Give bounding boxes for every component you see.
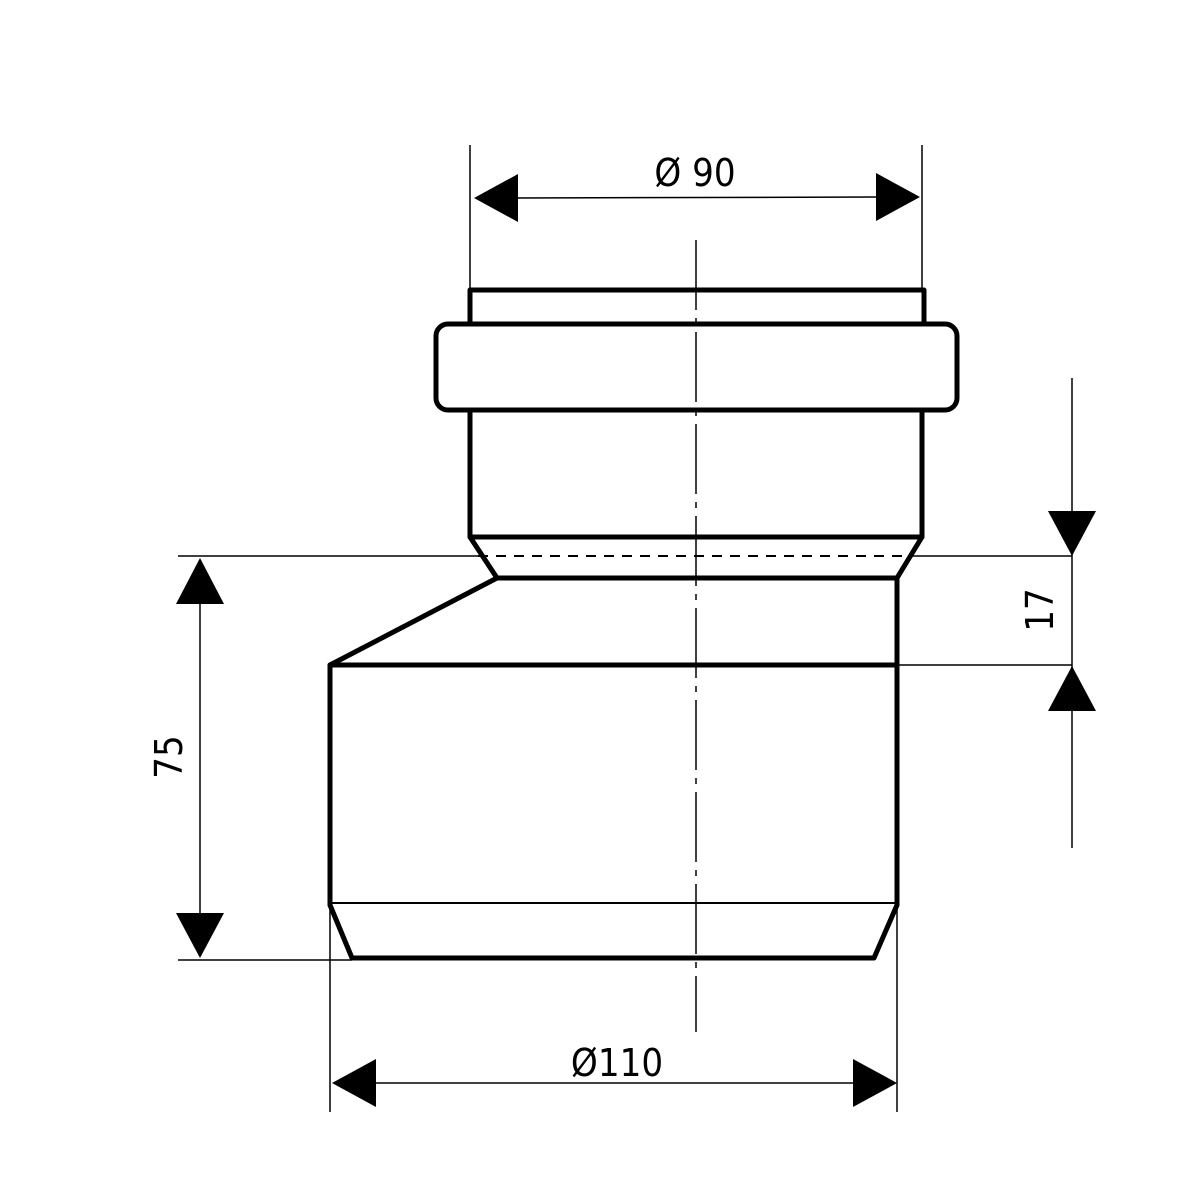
eccentric-taper xyxy=(327,575,900,668)
arrowhead-right xyxy=(876,173,920,221)
socket-body xyxy=(327,575,900,908)
spigot-chamfer xyxy=(467,534,925,581)
dimension-bottom-diameter: Ø110 xyxy=(332,1041,897,1107)
arrowhead-right xyxy=(853,1059,897,1107)
dimension-offset: 17 xyxy=(1018,378,1096,848)
arrowhead-left xyxy=(332,1059,376,1107)
height-label: 75 xyxy=(147,735,191,779)
top-diameter-label: Ø 90 xyxy=(654,151,735,195)
arrowhead-up xyxy=(176,558,224,604)
arrowhead-down xyxy=(176,913,224,958)
dimension-top-diameter: Ø 90 xyxy=(474,151,920,222)
top-spigot-rim xyxy=(467,287,927,327)
dimension-height: 75 xyxy=(147,558,224,958)
socket-chamfer xyxy=(327,902,900,961)
arrowhead-up xyxy=(1048,666,1096,711)
arrowhead-left xyxy=(474,174,518,222)
extension-lines xyxy=(178,145,1072,1112)
part-outline xyxy=(327,287,960,961)
offset-label: 17 xyxy=(1018,588,1062,632)
bottom-diameter-label: Ø110 xyxy=(571,1041,663,1085)
arrowhead-down xyxy=(1048,511,1096,556)
